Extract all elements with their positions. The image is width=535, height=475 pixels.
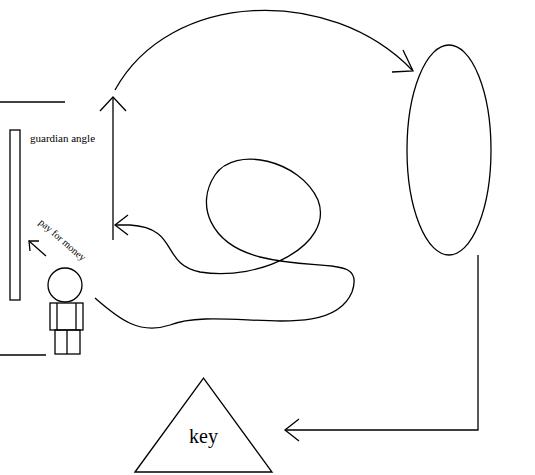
figure-legs — [55, 330, 80, 354]
arrow-head — [392, 50, 413, 72]
figure-body — [50, 303, 83, 330]
up-arrow — [112, 98, 113, 240]
arrow-head — [29, 241, 39, 251]
oval — [407, 45, 491, 255]
key-triangle: key — [133, 376, 274, 474]
triangle-shape — [135, 378, 272, 472]
arc-arrow — [115, 10, 412, 90]
figure-arm — [75, 303, 76, 330]
wall-line — [0, 101, 65, 102]
figure-head — [48, 268, 82, 302]
note-label: guardian angle — [30, 133, 95, 144]
arrow-head — [285, 419, 299, 441]
note-label: pay for money — [37, 217, 88, 263]
wall-line — [0, 354, 46, 355]
node-label: key — [189, 425, 218, 448]
figure-leg-split — [66, 330, 67, 354]
triangle-outline — [133, 376, 274, 474]
pointer-arrow — [29, 241, 46, 256]
down-left-arrow — [286, 255, 478, 430]
arrow-head — [115, 215, 128, 235]
arrow-head — [100, 97, 126, 111]
winding-path — [95, 159, 354, 328]
door — [10, 130, 20, 300]
figure-arm — [56, 303, 57, 330]
